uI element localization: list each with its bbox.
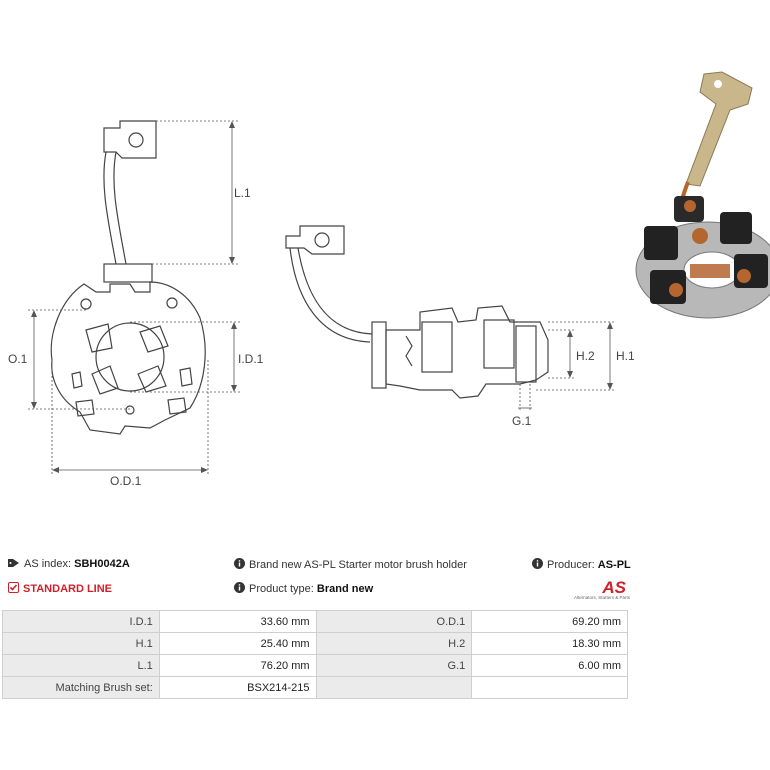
brush-slot-5 bbox=[71, 371, 83, 389]
specs-table: I.D.1 33.60 mm O.D.1 69.20 mm H.1 25.40 … bbox=[2, 610, 628, 699]
table-row: H.1 25.40 mm H.2 18.30 mm bbox=[2, 632, 628, 655]
table-row: L.1 76.20 mm G.1 6.00 mm bbox=[2, 654, 628, 677]
spec-label: L.1 bbox=[2, 654, 160, 677]
center-hole bbox=[95, 322, 165, 392]
brush-slot-2 bbox=[139, 325, 169, 353]
producer-value: AS-PL bbox=[597, 559, 631, 571]
as-pl-logo: AS Alternators, Starters & Parts bbox=[566, 578, 630, 602]
dim-label-h2: H.2 bbox=[576, 349, 595, 363]
spec-label: H.1 bbox=[2, 632, 160, 655]
as-index-value: SBH0042A bbox=[74, 558, 130, 570]
spec-value bbox=[471, 676, 628, 699]
photo-brush-holder-4 bbox=[734, 254, 768, 288]
spec-label: G.1 bbox=[315, 654, 473, 677]
photo-terminal-arm bbox=[685, 71, 753, 187]
brush-slot-3 bbox=[91, 365, 119, 395]
brush-slot-8 bbox=[167, 397, 187, 415]
table-row: I.D.1 33.60 mm O.D.1 69.20 mm bbox=[2, 610, 628, 633]
dim-label-h1: H.1 bbox=[616, 349, 635, 363]
spec-label: Matching Brush set: bbox=[2, 676, 160, 699]
brush-slot-4 bbox=[137, 365, 167, 393]
spec-value: BSX214-215 bbox=[158, 676, 317, 699]
tag-icon bbox=[8, 559, 19, 567]
dim-label-id1: I.D.1 bbox=[238, 352, 264, 366]
spec-value: 18.30 mm bbox=[471, 632, 628, 655]
spec-label: O.D.1 bbox=[315, 610, 473, 633]
product-type: Product type: Brand new bbox=[234, 582, 373, 595]
info-icon bbox=[532, 558, 543, 569]
side-spring bbox=[405, 335, 413, 367]
brush-slot-1 bbox=[85, 323, 113, 353]
technical-drawing bbox=[28, 71, 770, 476]
side-terminal-hole bbox=[314, 232, 330, 248]
spec-label bbox=[315, 676, 473, 699]
side-body bbox=[385, 305, 549, 399]
as-index-label: AS index: bbox=[24, 558, 72, 570]
brush-slot-7 bbox=[75, 399, 95, 417]
logo-tagline: Alternators, Starters & Parts bbox=[573, 595, 630, 600]
dim-label-o1: O.1 bbox=[8, 352, 28, 366]
as-index: AS index: SBH0042A bbox=[8, 558, 130, 570]
side-brush-2 bbox=[483, 319, 515, 369]
standard-line-label: STANDARD LINE bbox=[23, 583, 113, 595]
spec-label: H.2 bbox=[315, 632, 473, 655]
mount-hole-right bbox=[166, 297, 178, 309]
spec-value: 76.20 mm bbox=[158, 654, 317, 677]
brush-slot-6 bbox=[179, 367, 193, 387]
product-description: Brand new AS-PL Starter motor brush hold… bbox=[234, 558, 467, 571]
dim-label-g1: G.1 bbox=[512, 414, 532, 428]
table-row: Matching Brush set: BSX214-215 bbox=[2, 676, 628, 699]
photo-brush-holder-2 bbox=[720, 212, 752, 244]
side-terminal-tab bbox=[285, 225, 345, 255]
dim-label-l1: L.1 bbox=[234, 186, 251, 200]
dim-label-od1: O.D.1 bbox=[110, 474, 142, 488]
side-clamp bbox=[371, 321, 387, 389]
product-type-label: Product type: bbox=[249, 583, 314, 595]
standard-line: STANDARD LINE bbox=[8, 582, 112, 595]
spec-label: I.D.1 bbox=[2, 610, 160, 633]
terminal-hole bbox=[128, 132, 144, 148]
product-type-value: Brand new bbox=[316, 583, 374, 595]
front-plate bbox=[50, 281, 206, 435]
info-icon bbox=[234, 582, 245, 593]
small-hole bbox=[125, 405, 135, 415]
producer-label: Producer: bbox=[547, 559, 595, 571]
info-icon bbox=[234, 558, 245, 569]
mount-hole-left bbox=[80, 298, 92, 310]
spec-value: 69.20 mm bbox=[471, 610, 628, 633]
logo-text: AS bbox=[602, 578, 626, 597]
terminal-tab bbox=[103, 120, 157, 159]
side-brush-1 bbox=[421, 321, 453, 373]
wire-clamp bbox=[103, 263, 153, 283]
side-lead-wire bbox=[289, 247, 373, 343]
side-brush-3 bbox=[515, 325, 537, 383]
checkbox-checked-icon bbox=[8, 582, 19, 593]
description-text: Brand new AS-PL Starter motor brush hold… bbox=[249, 559, 467, 571]
spec-value: 25.40 mm bbox=[158, 632, 317, 655]
producer: Producer: AS-PL bbox=[532, 558, 631, 571]
spec-value: 6.00 mm bbox=[471, 654, 628, 677]
spec-value: 33.60 mm bbox=[158, 610, 317, 633]
photo-brush-holder-1 bbox=[644, 226, 678, 260]
product-photo bbox=[635, 71, 770, 319]
lead-wire bbox=[103, 151, 127, 265]
